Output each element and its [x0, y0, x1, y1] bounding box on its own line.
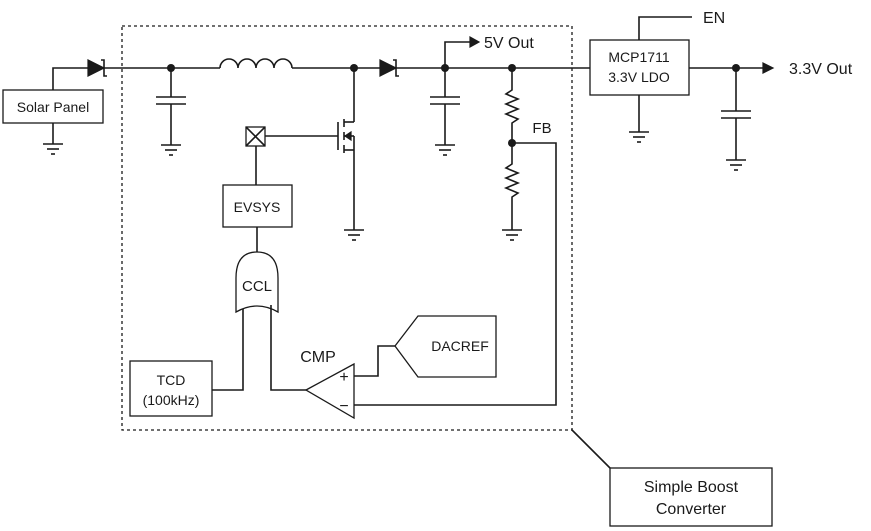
enable-label: EN	[703, 10, 725, 27]
cmp-to-ccl-wire	[270, 305, 306, 391]
boost-converter-boundary	[121, 25, 573, 431]
inductor-icon	[219, 58, 293, 69]
cmp-minus-label: −	[339, 398, 348, 415]
feedback-label: FB	[532, 120, 551, 137]
callout-line-1: Simple Boost	[644, 479, 739, 496]
feedback-wire	[354, 142, 557, 406]
tcd-frequency-label: (100kHz)	[143, 392, 200, 408]
enable-wire	[638, 16, 692, 40]
ldo-ground-icon	[629, 95, 649, 143]
ldo-output-capacitor-icon	[721, 68, 751, 171]
tcd-to-ccl-wire	[212, 309, 244, 391]
cmp-label: CMP	[300, 349, 336, 366]
ldo-block	[589, 39, 690, 96]
ldo-name-label: MCP1711	[608, 49, 669, 65]
feedback-resistor-bottom-icon	[502, 143, 522, 241]
ccl-logic-gate	[235, 251, 279, 314]
5v-out-label: 5V Out	[484, 35, 534, 52]
gate-pin-icon	[245, 126, 266, 147]
solar-ground-icon	[43, 123, 63, 155]
comparator-symbol	[304, 362, 355, 420]
3v3-out-label: 3.3V Out	[789, 61, 853, 78]
evsys-label: EVSYS	[234, 199, 281, 215]
dacref-block	[394, 315, 497, 378]
tcd-label: TCD	[157, 372, 186, 388]
solar-panel-wire	[52, 67, 88, 90]
tcd-block	[129, 360, 213, 417]
solar-panel-label: Solar Panel	[17, 99, 89, 115]
boundary-callout-line	[571, 429, 611, 469]
mosfet-icon	[337, 68, 364, 241]
output-capacitor-icon	[430, 68, 460, 156]
ldo-desc-label: 3.3V LDO	[608, 69, 670, 85]
boost-converter-callout	[609, 467, 773, 527]
callout-line-2: Converter	[656, 501, 727, 518]
5v-out-wire	[444, 41, 470, 68]
dacref-label: DACREF	[431, 338, 489, 354]
5v-out-arrow-icon	[469, 35, 481, 49]
3v3-out-arrow-icon	[762, 62, 775, 74]
evsys-block	[222, 184, 293, 228]
cmp-plus-label: +	[339, 369, 348, 386]
ccl-label: CCL	[242, 278, 272, 295]
feedback-resistor-top-icon	[503, 68, 521, 143]
input-capacitor-icon	[156, 68, 186, 156]
dacref-to-cmp-wire	[354, 345, 395, 377]
